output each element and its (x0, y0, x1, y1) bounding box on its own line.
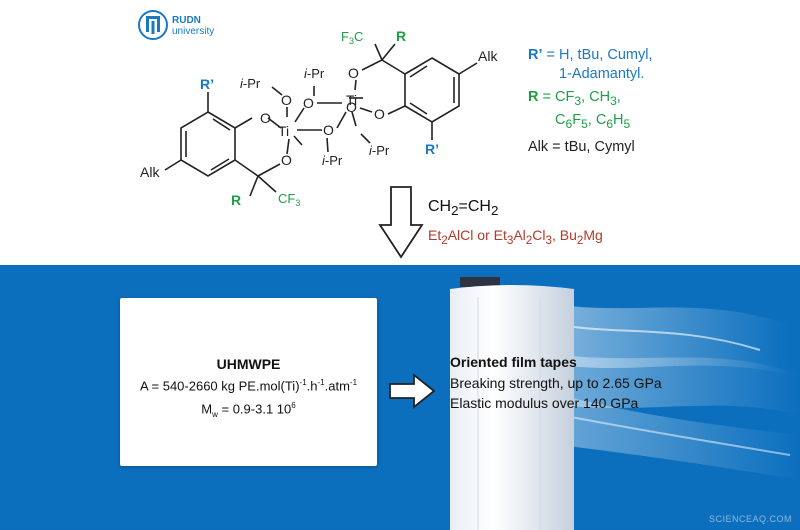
oxygen-label: O (323, 122, 334, 138)
substituent-labels: R’ R’ R R (200, 28, 439, 208)
process-arrow-icon (389, 373, 436, 409)
cf3-labels: CF3 F3C (278, 29, 363, 208)
product-name: UHMWPE (216, 356, 281, 372)
substituent-legend: R’ = H, tBu, Cumyl, 1-Adamantyl. R = CF3… (528, 46, 653, 157)
f3c-label: F3C (341, 29, 363, 46)
alk-label: Alk (478, 48, 498, 64)
oxygen-label: O (346, 99, 357, 115)
monomer-ethylene: CH2=CH2 (428, 198, 499, 219)
elastic-modulus: Elastic modulus over 140 GPa (450, 395, 639, 411)
catalyst-activity: A = 540-2660 kg PE.mol(Ti)-1.h-1.atm-1 (139, 378, 358, 394)
ipr-label: i-Pr (304, 66, 325, 81)
ipr-label: i-Pr (240, 76, 261, 91)
product-box: UHMWPE A = 540-2660 kg PE.mol(Ti)-1.h-1.… (120, 298, 377, 466)
r-prime-label: R’ (425, 141, 439, 157)
legend-r: R = CF3, CH3, (528, 89, 621, 108)
rudn-emblem-icon (138, 10, 168, 40)
isopropyl-labels: i-Pr i-Pr i-Pr i-Pr (240, 66, 390, 168)
film-roll-image (450, 277, 574, 530)
oxygen-label: O (303, 95, 314, 111)
bonds (164, 43, 478, 197)
film-tapes-properties: Oriented film tapes Breaking strength, u… (450, 352, 662, 414)
legend-alk: Alk = tBu, Cymyl (528, 138, 635, 155)
titanium-complex-structure: O O O O O O O O Ti Ti Alk Alk i-Pr i-Pr … (140, 28, 498, 208)
breaking-strength: Breaking strength, up to 2.65 GPa (450, 374, 662, 391)
ipr-label: i-Pr (322, 153, 343, 168)
logo-text: RUDN university (172, 15, 214, 37)
titanium-label: Ti (278, 123, 289, 139)
r-prime-label: R’ (200, 76, 214, 92)
legend-r-cont: C6F5, C6H5 (555, 111, 631, 131)
alk-label: Alk (140, 164, 160, 180)
rudn-logo (138, 10, 168, 40)
oxygen-label: O (281, 152, 292, 168)
r-label: R (396, 28, 406, 44)
ipr-label: i-Pr (369, 143, 390, 158)
oxygen-label: O (281, 92, 292, 108)
oxygen-label: O (260, 110, 271, 126)
reaction-conditions: CH2=CH2 Et2AlCl or Et3Al2Cl3, Bu2Mg (428, 198, 603, 247)
atom-labels: O O O O O O O O Ti Ti Alk Alk (140, 48, 498, 180)
molecular-weight: Mw = 0.9-3.1 106 (201, 401, 296, 419)
logo-line2: university (172, 26, 215, 37)
logo-line1: RUDN (172, 15, 201, 26)
watermark: SCIENCEAQ.COM (708, 514, 792, 524)
oxygen-label: O (374, 106, 385, 122)
legend-r-prime-cont: 1-Adamantyl. (559, 66, 645, 82)
left-benzene-ring (180, 111, 236, 177)
reaction-arrow-icon (378, 186, 424, 259)
r-label: R (231, 192, 241, 208)
legend-r-prime: R’ = H, tBu, Cumyl, (528, 47, 653, 63)
cf3-label: CF3 (278, 191, 300, 208)
tapes-heading: Oriented film tapes (450, 354, 577, 370)
oxygen-label: O (348, 65, 359, 81)
cocatalysts: Et2AlCl or Et3Al2Cl3, Bu2Mg (428, 227, 603, 247)
film-wisps (559, 305, 800, 480)
titanium-label: Ti (346, 92, 357, 108)
right-benzene-ring (404, 57, 460, 123)
